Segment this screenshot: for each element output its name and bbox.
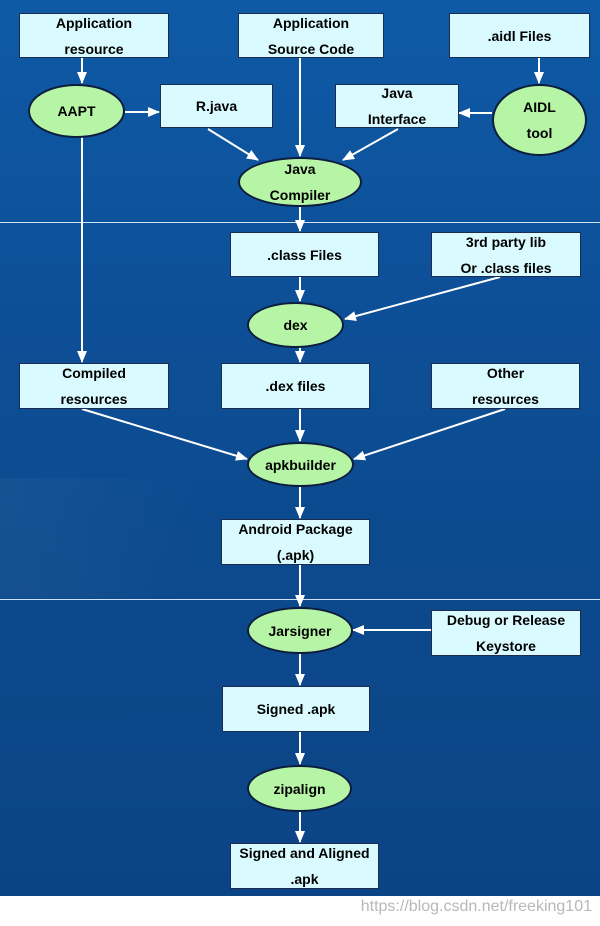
box-line: Interface [367,111,427,127]
oval-line: zipalign [273,780,326,797]
jarsigner-oval: Jarsigner [247,607,353,654]
box-line: Application [55,14,133,31]
box-line: .dex files [265,378,326,394]
oval-line: dex [283,317,308,333]
arrow-compiled-to-apkbuilder [81,408,248,461]
oval-line: apkbuilder [265,456,336,473]
class-files-box: .class Files [230,232,379,277]
box-line: Keystore [476,638,536,654]
box-line: resources [472,391,539,407]
aidl-files-box: .aidl Files [449,13,590,58]
zipalign-oval: zipalign [247,765,352,812]
box-line: resources [60,391,128,407]
android-package-box: Android Package (.apk) [221,519,370,565]
aidl-tool-oval: AIDL tool [492,84,587,156]
third-party-lib-box: 3rd party lib Or .class files [431,232,581,277]
signed-aligned-apk-box: Signed and Aligned .apk [230,843,379,889]
arrow-other-to-apkbuilder [353,408,506,461]
watermark-url: https://blog.csdn.net/freeking101 [360,898,592,915]
other-resources-box: Other resources [431,363,580,409]
box-line: Signed and Aligned [239,845,370,861]
application-resource-box: Application resource [19,13,169,58]
box-line: .apk [290,871,319,887]
signed-apk-box: Signed .apk [222,686,370,732]
box-line: Android Package [238,521,353,537]
box-line: Application [272,14,350,31]
r-java-box: R.java [160,84,273,128]
box-line: Source Code [267,40,355,57]
arrow-interface-to-compiler [342,128,399,161]
box-line: Java [381,85,413,101]
box-line: Compiled [62,365,126,381]
oval-line: AAPT [57,103,96,119]
dex-files-box: .dex files [221,363,370,409]
box-line: resource [64,40,124,57]
box-line: Or .class files [460,259,552,276]
box-line: Other [486,365,525,381]
oval-line: Jarsigner [268,622,332,639]
background-strip [0,478,200,598]
oval-line: Compiler [269,187,331,203]
arrow-rjava-to-compiler [207,128,259,161]
dex-oval: dex [247,302,344,348]
box-line: Debug or Release [446,612,566,628]
oval-line: AIDL [523,99,556,115]
apkbuilder-oval: apkbuilder [247,442,354,487]
compiled-resources-box: Compiled resources [19,363,169,409]
java-interface-box: Java Interface [335,84,459,128]
box-line: Signed .apk [256,701,336,717]
oval-line: Java [284,161,316,177]
aapt-oval: AAPT [28,84,125,138]
application-source-code-box: Application Source Code [238,13,384,58]
box-line: 3rd party lib [465,233,547,250]
arrow-thirdparty-to-dex [344,276,501,321]
java-compiler-oval: Java Compiler [238,157,362,207]
box-line: R.java [195,98,238,114]
keystore-box: Debug or Release Keystore [431,610,581,656]
box-line: .class Files [267,246,342,263]
box-line: .aidl Files [487,27,552,44]
box-line: (.apk) [276,547,315,563]
oval-line: tool [526,125,553,141]
